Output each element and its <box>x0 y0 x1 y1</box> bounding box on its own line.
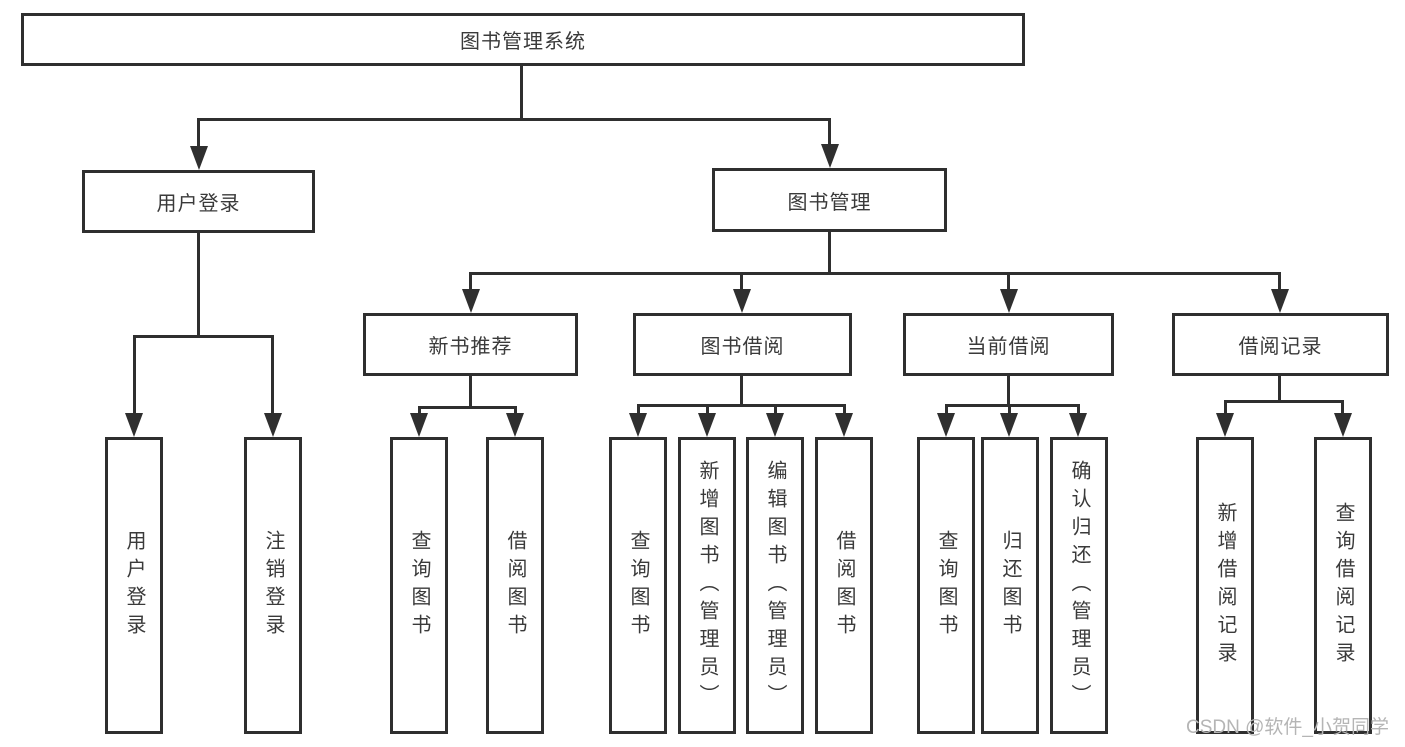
connector-drop-leaf-logout <box>271 335 274 415</box>
connector-drop-nb-query <box>418 406 421 416</box>
leaf-bb-add-books-admin: 新增图书（管理员） <box>678 437 736 734</box>
node-book-management: 图书管理 <box>712 168 947 232</box>
connector-drop-br-add <box>1224 400 1227 416</box>
connector-book-management-bar <box>469 272 1281 275</box>
connector-current-borrowing-bar <box>945 404 1080 407</box>
connector-root-drop-user-login <box>197 118 200 150</box>
connector-drop-nb-borrow <box>514 406 517 416</box>
arrow-into-bb-query-icon <box>629 413 647 437</box>
leaf-cb-confirm-return-admin-label: 确认归还（管理员） <box>1068 459 1090 712</box>
leaf-br-add-record-label: 新增借阅记录 <box>1214 501 1236 670</box>
leaf-bb-edit-books-admin: 编辑图书（管理员） <box>746 437 804 734</box>
connector-drop-cb-confirm <box>1077 404 1080 416</box>
leaf-logout-label: 注销登录 <box>262 529 284 642</box>
connector-book-management-stem <box>828 232 831 272</box>
leaf-nb-borrow-books-label: 借阅图书 <box>504 529 526 642</box>
connector-drop-bb-query <box>637 404 640 416</box>
arrow-into-br-add-icon <box>1216 413 1234 437</box>
leaf-nb-query-books: 查询图书 <box>390 437 448 734</box>
node-book-management-label: 图书管理 <box>787 191 872 214</box>
leaf-cb-return-books-label: 归还图书 <box>999 529 1021 642</box>
leaf-nb-borrow-books: 借阅图书 <box>486 437 544 734</box>
connector-drop-bb-edit <box>774 404 777 416</box>
arrow-into-new-book-recommend-icon <box>462 289 480 313</box>
arrow-into-user-login-icon <box>190 146 208 170</box>
connector-drop-bb-add <box>706 404 709 416</box>
arrow-into-bb-borrow-icon <box>835 413 853 437</box>
node-new-book-recommend: 新书推荐 <box>363 313 578 376</box>
arrow-into-bb-add-icon <box>698 413 716 437</box>
connector-root-stem <box>520 66 523 120</box>
leaf-user-login-label: 用户登录 <box>123 529 145 642</box>
arrow-into-cb-return-icon <box>1000 413 1018 437</box>
leaf-bb-add-books-admin-label: 新增图书（管理员） <box>696 459 718 712</box>
connector-user-login-bar <box>133 335 274 338</box>
connector-drop-br-query <box>1341 400 1344 416</box>
connector-drop-bb-borrow <box>843 404 846 416</box>
arrow-into-leaf-user-login-icon <box>125 413 143 437</box>
connector-new-book-bar <box>418 406 517 409</box>
node-new-book-recommend-label: 新书推荐 <box>428 336 513 358</box>
arrow-into-br-query-icon <box>1334 413 1352 437</box>
leaf-br-query-record-label: 查询借阅记录 <box>1332 501 1354 670</box>
leaf-user-login: 用户登录 <box>105 437 163 734</box>
connector-root-drop-book-management <box>828 118 831 148</box>
connector-drop-cb-query <box>945 404 948 416</box>
node-user-login-label: 用户登录 <box>156 193 241 215</box>
connector-user-login-stem <box>197 233 200 335</box>
leaf-bb-edit-books-admin-label: 编辑图书（管理员） <box>764 459 786 712</box>
leaf-br-add-record: 新增借阅记录 <box>1196 437 1254 734</box>
node-library-management-system: 图书管理系统 <box>21 13 1025 66</box>
arrow-into-book-borrowing-icon <box>733 289 751 313</box>
arrow-into-cb-query-icon <box>937 413 955 437</box>
connector-drop-book-borrowing <box>740 272 743 292</box>
node-current-borrowing-label: 当前借阅 <box>966 336 1051 358</box>
arrow-into-cb-confirm-icon <box>1069 413 1087 437</box>
connector-borrowing-records-bar <box>1224 400 1344 403</box>
leaf-nb-query-books-label: 查询图书 <box>408 529 430 642</box>
connector-new-book-stem <box>469 376 472 408</box>
node-borrowing-records: 借阅记录 <box>1172 313 1389 376</box>
arrow-into-nb-query-icon <box>410 413 428 437</box>
connector-current-borrowing-stem <box>1007 376 1010 406</box>
leaf-bb-borrow-books-label: 借阅图书 <box>833 529 855 642</box>
connector-drop-new-book-recommend <box>469 272 472 292</box>
connector-drop-cb-return <box>1008 404 1011 416</box>
node-user-login: 用户登录 <box>82 170 315 233</box>
leaf-logout: 注销登录 <box>244 437 302 734</box>
connector-book-borrowing-stem <box>740 376 743 406</box>
connector-drop-borrowing-records <box>1278 272 1281 292</box>
node-book-borrowing-label: 图书借阅 <box>700 336 785 358</box>
arrow-into-borrowing-records-icon <box>1271 289 1289 313</box>
arrow-into-bb-edit-icon <box>766 413 784 437</box>
connector-drop-leaf-user-login <box>133 335 136 415</box>
leaf-bb-query-books: 查询图书 <box>609 437 667 734</box>
node-library-management-system-label: 图书管理系统 <box>460 31 586 53</box>
connector-root-bar <box>197 118 831 121</box>
leaf-bb-borrow-books: 借阅图书 <box>815 437 873 734</box>
connector-borrowing-records-stem <box>1278 376 1281 403</box>
connector-book-borrowing-bar <box>637 404 846 407</box>
node-current-borrowing: 当前借阅 <box>903 313 1114 376</box>
leaf-br-query-record: 查询借阅记录 <box>1314 437 1372 734</box>
leaf-cb-confirm-return-admin: 确认归还（管理员） <box>1050 437 1108 734</box>
connector-drop-current-borrowing <box>1007 272 1010 292</box>
leaf-cb-query-books-label: 查询图书 <box>935 529 957 642</box>
node-borrowing-records-label: 借阅记录 <box>1238 336 1323 358</box>
leaf-bb-query-books-label: 查询图书 <box>627 529 649 642</box>
arrow-into-book-management-icon <box>821 144 839 168</box>
arrow-into-leaf-logout-icon <box>264 413 282 437</box>
csdn-watermark: CSDN @软件_小贺同学 <box>1186 717 1389 738</box>
leaf-cb-query-books: 查询图书 <box>917 437 975 734</box>
leaf-cb-return-books: 归还图书 <box>981 437 1039 734</box>
arrow-into-nb-borrow-icon <box>506 413 524 437</box>
arrow-into-current-borrowing-icon <box>1000 289 1018 313</box>
node-book-borrowing: 图书借阅 <box>633 313 852 376</box>
